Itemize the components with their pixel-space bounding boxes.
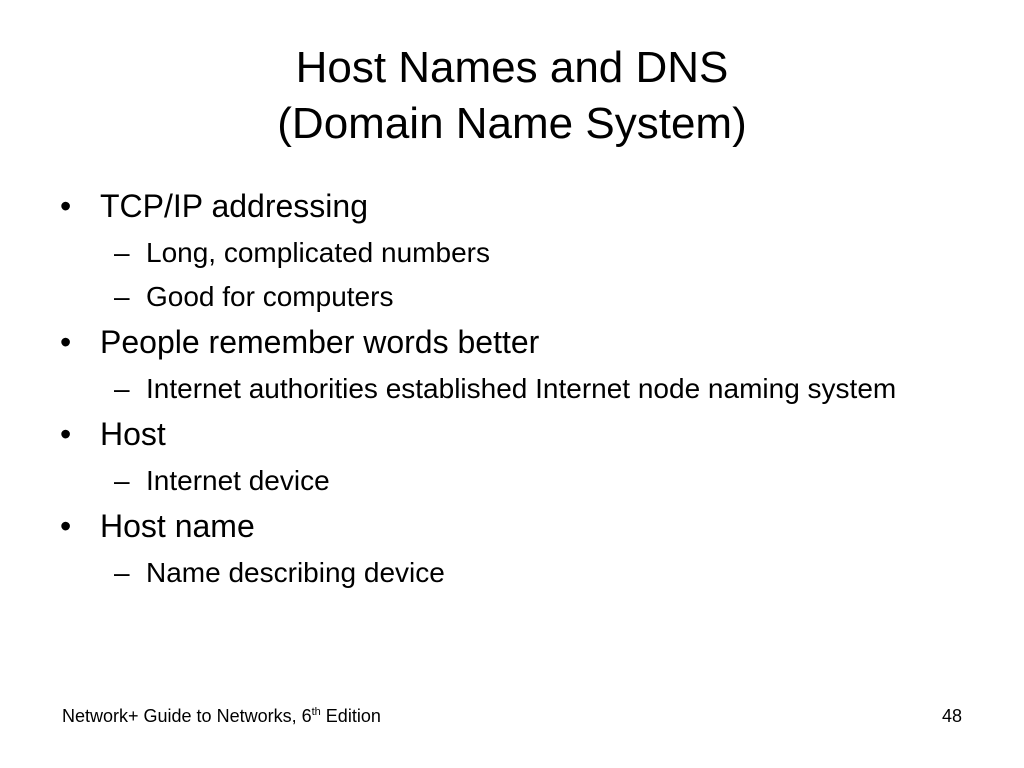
sub-bullet-item: – Internet device	[58, 461, 978, 501]
bullet-item: • Host name	[58, 506, 978, 546]
footer-book-title: Network+ Guide to Networks, 6th Edition	[62, 704, 381, 728]
sub-bullet-marker: –	[114, 373, 130, 404]
sub-bullet-item: – Name describing device	[58, 553, 978, 593]
bullet-marker: •	[60, 188, 72, 224]
bullet-item: • People remember words better	[58, 322, 978, 362]
sub-bullet-item: – Internet authorities established Inter…	[58, 369, 978, 409]
bullet-text: People remember words better	[100, 324, 540, 360]
footer-title-text: Network+ Guide to Networks, 6	[62, 706, 312, 726]
slide-title: Host Names and DNS (Domain Name System)	[0, 40, 1024, 152]
bullet-text: Host	[100, 416, 166, 452]
slide-body: • TCP/IP addressing – Long, complicated …	[58, 186, 978, 593]
bullet-item: • Host	[58, 414, 978, 454]
bullet-text: Host name	[100, 508, 255, 544]
sub-bullet-text: Internet device	[146, 465, 330, 496]
sub-bullet-marker: –	[114, 237, 130, 268]
sub-bullet-text: Good for computers	[146, 281, 394, 312]
sub-bullet-text: Name describing device	[146, 557, 445, 588]
sub-bullet-text: Internet authorities established Interne…	[146, 373, 897, 404]
footer-edition-word: Edition	[320, 706, 381, 726]
title-line-1: Host Names and DNS	[295, 43, 729, 92]
bullet-marker: •	[60, 416, 72, 452]
bullet-marker: •	[60, 508, 72, 544]
sub-bullet-text: Long, complicated numbers	[146, 237, 490, 268]
title-line-2: (Domain Name System)	[277, 99, 747, 148]
sub-bullet-marker: –	[114, 465, 130, 496]
sub-bullet-marker: –	[114, 557, 130, 588]
sub-bullet-item: – Long, complicated numbers	[58, 233, 978, 273]
bullet-marker: •	[60, 324, 72, 360]
page-number: 48	[941, 706, 962, 726]
bullet-text: TCP/IP addressing	[100, 188, 368, 224]
sub-bullet-marker: –	[114, 281, 130, 312]
bullet-item: • TCP/IP addressing	[58, 186, 978, 226]
sub-bullet-item: – Good for computers	[58, 277, 978, 317]
footer-edition-suffix: th	[311, 706, 321, 718]
